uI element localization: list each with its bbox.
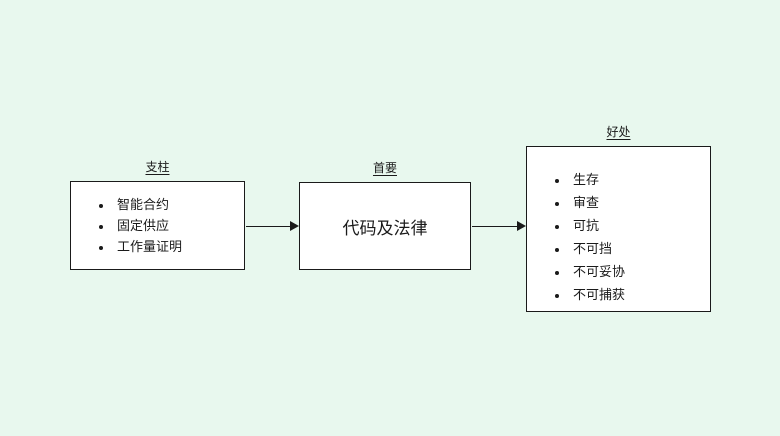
connector-primary-to-benefits bbox=[472, 220, 526, 232]
primary-text: 代码及法律 bbox=[342, 218, 428, 239]
list-item: 不可捕获 bbox=[569, 284, 710, 307]
list-item: 不可挡 bbox=[569, 238, 710, 261]
node-benefits[interactable]: 生存审查可抗不可挡不可妥协不可捕获 bbox=[526, 146, 711, 312]
connector-line bbox=[246, 225, 290, 227]
connector-pillars-to-primary bbox=[246, 220, 299, 232]
list-item: 固定供应 bbox=[113, 216, 244, 237]
node-label-benefits: 好处 bbox=[606, 125, 631, 139]
list-item: 工作量证明 bbox=[113, 237, 244, 258]
list-item: 不可妥协 bbox=[569, 261, 710, 284]
list-item: 智能合约 bbox=[113, 195, 244, 216]
arrowhead-right-icon bbox=[517, 221, 526, 231]
pillars-list: 智能合约固定供应工作量证明 bbox=[71, 182, 244, 258]
node-pillars[interactable]: 智能合约固定供应工作量证明 bbox=[70, 181, 245, 270]
node-label-pillars: 支柱 bbox=[145, 160, 170, 174]
list-item: 可抗 bbox=[569, 215, 710, 238]
list-item: 生存 bbox=[569, 169, 710, 192]
benefits-list: 生存审查可抗不可挡不可妥协不可捕获 bbox=[527, 147, 710, 307]
connector-line bbox=[472, 225, 517, 227]
list-item: 审查 bbox=[569, 192, 710, 215]
arrowhead-right-icon bbox=[290, 221, 299, 231]
node-label-primary: 首要 bbox=[372, 161, 397, 175]
node-primary[interactable]: 代码及法律 bbox=[299, 182, 471, 270]
